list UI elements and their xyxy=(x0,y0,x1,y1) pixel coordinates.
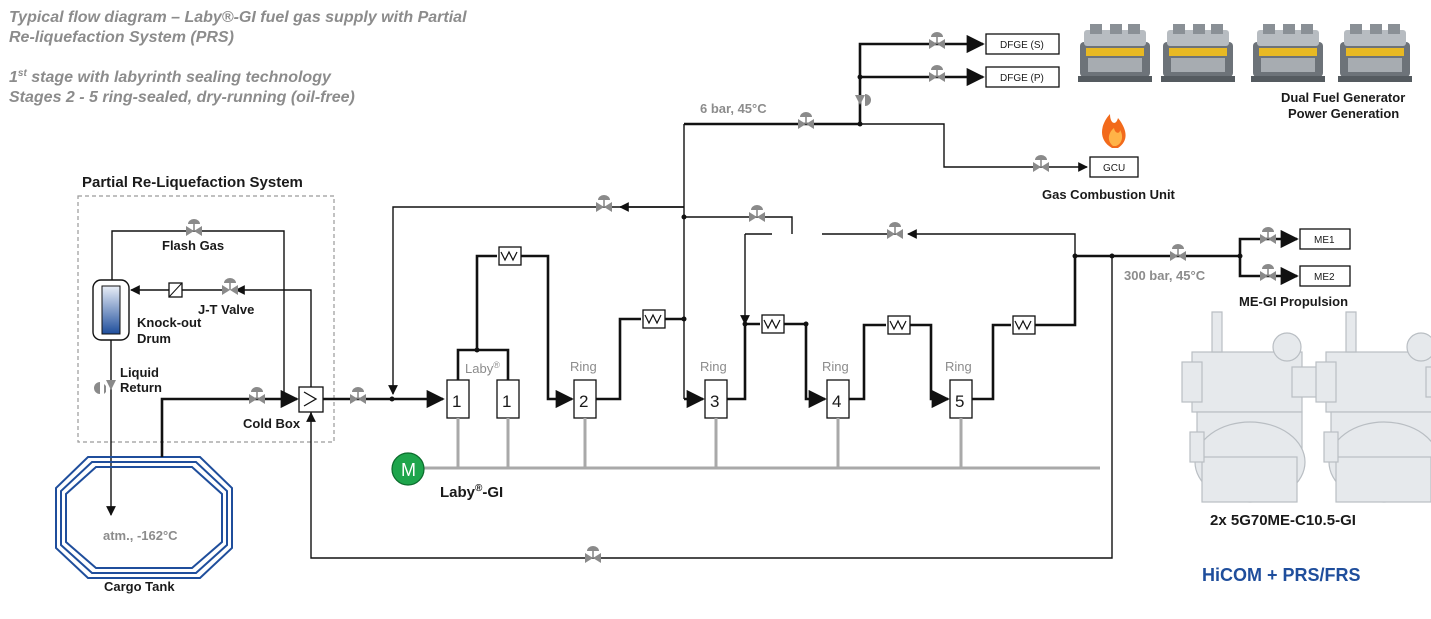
recycle-valve-1-icon xyxy=(595,194,613,213)
flash-gas-valve-icon xyxy=(185,218,203,237)
cold-box-icon xyxy=(298,386,324,413)
generator-icon-3 xyxy=(1251,24,1325,82)
me2-valve-icon xyxy=(1259,263,1277,282)
knockout-drum-label-1: Knock-out xyxy=(137,315,202,330)
cargo-tank-label: Cargo Tank xyxy=(104,579,175,594)
safety-valve-icon xyxy=(855,94,871,106)
compressor-name-pre: Laby xyxy=(440,484,476,501)
flame-icon xyxy=(1102,114,1126,148)
stage-4-number: 4 xyxy=(832,392,841,411)
compressor-name-sup: ® xyxy=(475,483,483,494)
generator-icon-4 xyxy=(1338,24,1412,82)
check-valve-icon xyxy=(94,380,116,394)
me1-box xyxy=(1299,228,1351,250)
stage-2-number: 2 xyxy=(579,392,588,411)
title-line-3-sup: st xyxy=(18,68,28,79)
dfge-s-valve-icon xyxy=(928,31,946,50)
dfg-label-2: Power Generation xyxy=(1288,106,1399,121)
suction-valve-icon xyxy=(248,386,266,405)
generator-icon-2 xyxy=(1161,24,1235,82)
knockout-drum-icon xyxy=(92,279,130,341)
recycle-valve-2-icon xyxy=(748,204,766,223)
prs-title: Partial Re-Liquefaction System xyxy=(82,174,303,191)
ring-label-2: Ring xyxy=(570,359,597,374)
jt-valve-icon xyxy=(221,277,239,296)
liquid-return-label-2: Return xyxy=(120,380,162,395)
megi-label: ME-GI Propulsion xyxy=(1239,294,1348,309)
stage-1b-number: 1 xyxy=(502,392,511,411)
knockout-drum-label-2: Drum xyxy=(137,331,171,346)
dfge-p-box xyxy=(985,66,1060,88)
stage-3-number: 3 xyxy=(710,392,719,411)
dfge-s-label: DFGE (S) xyxy=(1000,40,1044,51)
gcu-caption: Gas Combustion Unit xyxy=(1042,187,1176,202)
filter-icon xyxy=(168,282,183,298)
ring-label-3: Ring xyxy=(700,359,727,374)
cooler-3-icon xyxy=(761,314,785,334)
prs-frame xyxy=(77,195,335,443)
high-pressure-label: 300 bar, 45°C xyxy=(1124,268,1206,283)
cargo-tank-condition: atm., -162°C xyxy=(103,528,178,543)
title-line-1: Typical flow diagram – Laby®-GI fuel gas… xyxy=(9,9,467,26)
engine-label: 2x 5G70ME-C10.5-GI xyxy=(1210,512,1356,529)
stage-1a-number: 1 xyxy=(452,392,461,411)
cold-box-label: Cold Box xyxy=(243,416,301,431)
title-line-2: Re-liquefaction System (PRS) xyxy=(9,29,234,46)
dfg-label-1: Dual Fuel Generator xyxy=(1281,90,1405,105)
motor-letter: M xyxy=(401,460,416,480)
cooler-4-icon xyxy=(887,315,911,335)
dfge-p-valve-icon xyxy=(928,64,946,83)
hp-header-valve-icon xyxy=(1169,243,1187,262)
gcu-label: GCU xyxy=(1103,163,1125,174)
laby-stage-label-text: Laby xyxy=(465,361,494,376)
laby-stage-label: Laby® xyxy=(465,360,500,376)
laby-stage-label-sup: ® xyxy=(493,360,500,370)
ring-label-4: Ring xyxy=(822,359,849,374)
stage-5-number: 5 xyxy=(955,392,964,411)
title-line-4: Stages 2 - 5 ring-sealed, dry-running (o… xyxy=(9,89,355,106)
dfge-s-box xyxy=(985,33,1060,55)
cooler-1-icon xyxy=(498,246,522,266)
me2-box xyxy=(1299,265,1351,287)
return-valve-icon xyxy=(584,545,602,564)
ring-label-5: Ring xyxy=(945,359,972,374)
dfge-p-label: DFGE (P) xyxy=(1000,73,1044,84)
title-line-3-pre: 1 xyxy=(9,69,18,86)
cooler-2-icon xyxy=(642,309,666,329)
compressor-name: Laby®-GI xyxy=(440,483,503,501)
gcu-valve-icon xyxy=(1032,154,1050,173)
drive-shaft xyxy=(423,418,1100,470)
me1-valve-icon xyxy=(1259,226,1277,245)
inlet-valve-icon xyxy=(349,386,367,405)
me2-label: ME2 xyxy=(1314,272,1335,283)
cargo-tank-icon xyxy=(55,456,233,579)
gcu-box xyxy=(1089,156,1139,178)
cooler-5-icon xyxy=(1012,315,1036,335)
title-line-3-post: stage with labyrinth sealing technology xyxy=(27,69,332,86)
compressor-name-post: -GI xyxy=(482,484,503,501)
flash-gas-label: Flash Gas xyxy=(162,238,224,253)
brand-label: HiCOM + PRS/FRS xyxy=(1202,565,1361,585)
jt-valve-label: J-T Valve xyxy=(198,302,254,317)
engine-icon-1 xyxy=(1181,311,1318,503)
motor-icon: M xyxy=(391,452,425,486)
recycle-valve-3-icon xyxy=(886,221,904,240)
liquid-return-label-1: Liquid xyxy=(120,365,159,380)
low-pressure-label: 6 bar, 45°C xyxy=(700,101,767,116)
me1-label: ME1 xyxy=(1314,235,1335,246)
lp-header-valve-icon xyxy=(797,111,815,130)
generator-icon-1 xyxy=(1078,24,1152,82)
engine-icon-2 xyxy=(1315,311,1431,503)
title-line-3: 1st stage with labyrinth sealing technol… xyxy=(9,68,332,86)
